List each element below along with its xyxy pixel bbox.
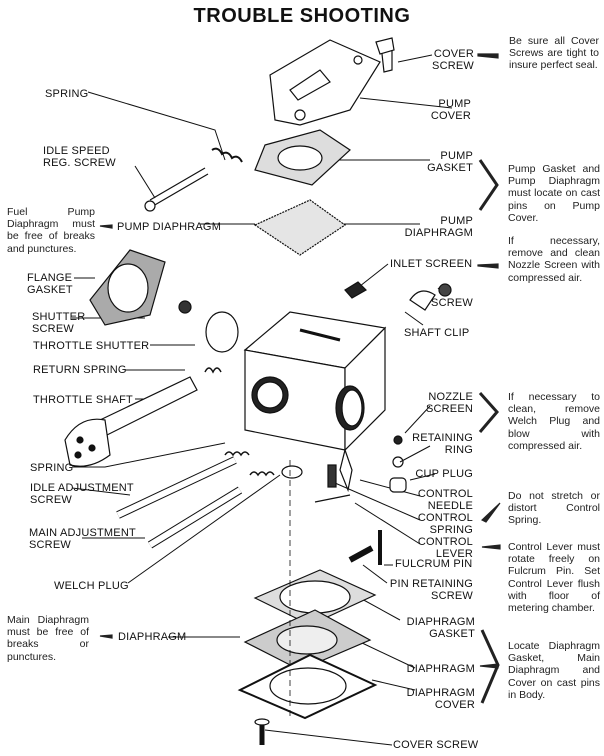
diaphragm-stack-part <box>237 460 378 745</box>
label-pump-gasket: PUMP GASKET <box>427 150 473 174</box>
note-nozzle-screen: If necessary, remove and clean Nozzle Sc… <box>508 235 600 284</box>
label-diaphragm-cover: DIAPHRAGM COVER <box>406 687 475 711</box>
page-title: TROUBLE SHOOTING <box>193 5 411 27</box>
label-control-spring: CONTROL SPRING <box>417 512 473 536</box>
label-flange-gasket: FLANGE GASKET <box>27 272 73 296</box>
note-diaphragm-locate: Locate Diaphragm Gasket, Main Diaphragm … <box>508 640 600 701</box>
label-screw: SCREW <box>431 297 473 309</box>
note-control-spring: Do not stretch or distort Control Spring… <box>508 490 600 527</box>
label-return-spring: RETURN SPRING <box>33 364 127 376</box>
label-pin-retaining-screw: PIN RETAINING SCREW <box>389 578 473 602</box>
label-shaft-clip: SHAFT CLIP <box>404 327 470 339</box>
label-shutter-screw: SHUTTER SCREW <box>32 311 86 335</box>
throttle-shutter-part <box>178 300 239 353</box>
label-diaphragm-gasket: DIAPHRAGM GASKET <box>406 616 475 640</box>
bracket-marks <box>99 53 501 704</box>
throttle-shaft-part <box>64 367 222 467</box>
label-idle-adjustment-screw: IDLE ADJUSTMENT SCREW <box>30 482 134 506</box>
pump-diaphragm-part <box>253 199 347 256</box>
label-throttle-shaft: THROTTLE SHAFT <box>33 394 133 406</box>
label-spring-lower: SPRING <box>30 462 74 474</box>
pump-cover-part <box>269 39 381 126</box>
metering-parts <box>314 435 407 565</box>
inlet-screen-part <box>344 281 452 311</box>
label-diaphragm-left: DIAPHRAGM <box>118 631 187 643</box>
label-retaining-ring: RETAINING RING <box>412 432 473 456</box>
label-fulcrum-pin: FULCRUM PIN <box>395 558 473 570</box>
label-cover-screw-bottom: COVER SCREW <box>393 739 479 751</box>
label-cup-plug: CUP PLUG <box>415 468 473 480</box>
label-control-needle: CONTROL NEEDLE <box>417 488 473 512</box>
label-pump-diaphragm-right: PUMP DIAPHRAGM <box>404 215 473 239</box>
label-pump-cover: PUMP COVER <box>430 98 471 122</box>
label-main-adjustment-screw: MAIN ADJUSTMENT SCREW <box>29 527 136 551</box>
carburetor-body-part <box>243 311 387 452</box>
label-inlet-screen: INLET SCREEN <box>390 258 473 270</box>
pump-gasket-part <box>254 129 351 186</box>
label-diaphragm-right: DIAPHRAGM <box>406 663 475 675</box>
cover-screw-part <box>375 37 395 73</box>
note-main-diaphragm: Main Diaphragm must be free of breaks or… <box>7 614 89 663</box>
label-pump-diaphragm-left: PUMP DIAPHRAGM <box>117 221 222 233</box>
note-pump-gasket: Pump Gasket and Pump Diaphragm must loca… <box>508 163 600 224</box>
label-cover-screw-top: COVER SCREW <box>432 48 474 72</box>
note-cover-screws: Be sure all Cover Screws are tight to in… <box>509 35 599 72</box>
label-control-lever: CONTROL LEVER <box>417 536 473 560</box>
note-welch-plug: If necessary to clean, remove Welch Plug… <box>508 391 600 452</box>
label-spring-top: SPRING <box>45 88 89 100</box>
note-fuel-pump-diaphragm: Fuel Pump Diaphragm must be free of brea… <box>7 206 95 255</box>
adjustment-screws-part <box>116 451 303 549</box>
idle-speed-screw-part <box>144 147 243 212</box>
label-welch-plug: WELCH PLUG <box>54 580 129 592</box>
label-throttle-shutter: THROTTLE SHUTTER <box>33 340 150 352</box>
label-nozzle-screen: NOZZLE SCREEN <box>425 391 473 415</box>
flange-gasket-part <box>89 249 166 326</box>
label-idle-speed-reg-screw: IDLE SPEED REG. SCREW <box>43 145 116 169</box>
note-control-lever: Control Lever must rotate freely on Fulc… <box>508 541 600 615</box>
